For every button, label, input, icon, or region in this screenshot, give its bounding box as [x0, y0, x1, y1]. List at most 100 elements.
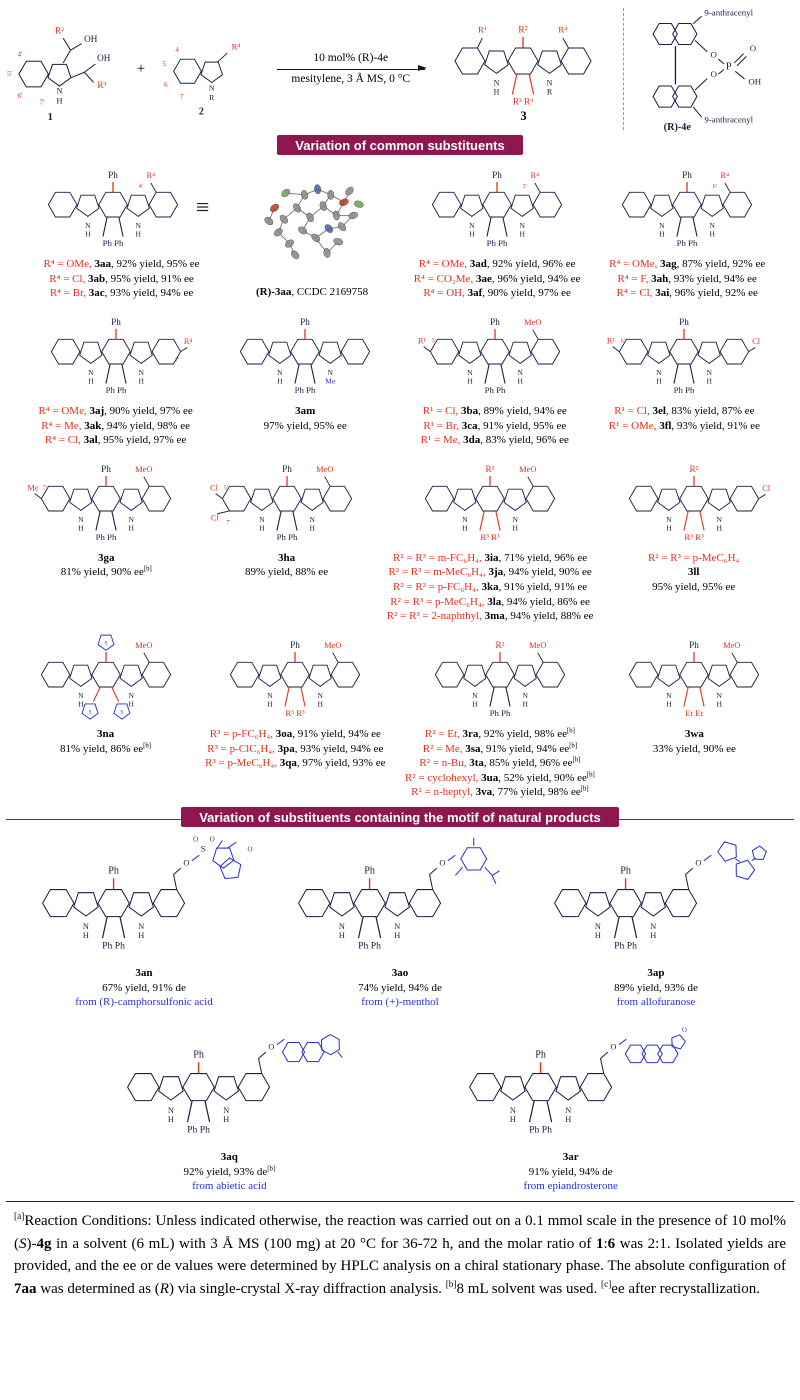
- svg-text:N: N: [88, 368, 94, 377]
- svg-text:N: N: [56, 86, 62, 95]
- svg-text:O: O: [695, 858, 701, 867]
- svg-text:N: N: [394, 922, 400, 931]
- svg-text:R³ R³: R³ R³: [684, 532, 704, 542]
- svg-text:H: H: [277, 376, 283, 385]
- svg-text:R⁴: R⁴: [559, 24, 568, 34]
- reaction-arrow: 10 mol% (R)-4e mesitylene, 3 Å MS, 0 °C: [275, 51, 427, 87]
- footnote-segment: 8 mL solvent was used.: [456, 1281, 601, 1298]
- svg-text:MeO: MeO: [316, 465, 333, 474]
- svg-text:H: H: [339, 931, 345, 940]
- caption-line: R² = R³ = m-MeC₆H₄, 3ja, 94% yield, 90% …: [388, 566, 592, 579]
- svg-text:R⁴: R⁴: [232, 41, 241, 51]
- svg-text:R²: R²: [495, 640, 504, 650]
- svg-text:Ph Ph: Ph Ph: [484, 385, 505, 395]
- svg-text:N: N: [595, 922, 601, 931]
- svg-text:N: N: [666, 691, 672, 700]
- svg-text:6': 6': [17, 91, 23, 100]
- caption-line: R⁴ = Me, 3ak, 94% yield, 98% ee: [41, 419, 190, 432]
- svg-text:N: N: [656, 368, 662, 377]
- svg-text:H: H: [565, 1115, 571, 1124]
- svg-text:R⁴: R⁴: [531, 171, 540, 180]
- svg-text:Ph: Ph: [682, 170, 692, 180]
- svg-text:N: N: [547, 78, 553, 87]
- svg-text:MeO: MeO: [529, 641, 546, 650]
- svg-text:MeO: MeO: [324, 641, 341, 650]
- svg-text:6': 6': [713, 184, 717, 190]
- svg-text:H: H: [666, 699, 672, 708]
- svg-text:N: N: [318, 691, 324, 700]
- caption-line: 89% yield, 93% de: [614, 981, 698, 994]
- svg-text:H: H: [467, 376, 473, 385]
- svg-text:OH: OH: [748, 76, 761, 86]
- svg-text:O: O: [682, 1027, 687, 1034]
- svg-text:Ph: Ph: [490, 317, 500, 327]
- caption-line: 33% yield, 90% ee: [652, 742, 736, 755]
- svg-text:O: O: [269, 1042, 275, 1051]
- svg-text:R⁴: R⁴: [721, 171, 730, 180]
- svg-text:R²: R²: [55, 25, 64, 35]
- svg-text:Ph: Ph: [111, 317, 121, 327]
- caption-line: R² = R³ = 2-naphthyl, 3ma, 94% yield, 88…: [386, 610, 594, 623]
- svg-text:Cl: Cl: [210, 513, 219, 522]
- caption-line: R⁴ = F, 3ah, 93% yield, 94% ee: [617, 272, 757, 285]
- svg-text:Ph: Ph: [101, 464, 111, 474]
- svg-text:H: H: [78, 523, 84, 532]
- caption-line: R⁴ = OMe, 3ad, 92% yield, 96% ee: [418, 258, 576, 270]
- svg-text:N: N: [522, 691, 528, 700]
- svg-text:O: O: [439, 858, 445, 867]
- svg-text:N: N: [716, 515, 722, 524]
- footnote-segment: 6: [607, 1235, 616, 1252]
- footnote-text: [a]Reaction Conditions: Unless indicated…: [6, 1200, 794, 1311]
- svg-text:R²: R²: [486, 464, 495, 474]
- svg-text:R⁴: R⁴: [146, 171, 155, 180]
- svg-text:H: H: [85, 230, 91, 239]
- svg-text:Ph: Ph: [680, 317, 690, 327]
- caption-line: (R)-3aa, CCDC 2169758: [255, 286, 369, 298]
- structure-wrap: [237, 161, 387, 283]
- caption-line: from abietic acid: [192, 1180, 267, 1193]
- svg-text:Ph Ph: Ph Ph: [490, 708, 511, 718]
- svg-text:N: N: [328, 368, 334, 377]
- svg-text:Ph Ph: Ph Ph: [677, 238, 698, 248]
- svg-text:H: H: [318, 699, 324, 708]
- svg-text:O: O: [248, 846, 253, 853]
- svg-text:N: N: [168, 1106, 174, 1115]
- svg-text:H: H: [168, 1115, 174, 1124]
- svg-text:(R)-4e: (R)-4e: [664, 122, 692, 132]
- caption-line: R¹ = Cl, 3ba, 89% yield, 94% ee: [422, 404, 567, 417]
- caption-line: R² = R³ = p-FC₆H₄, 3ka, 91% yield, 91% e…: [393, 581, 588, 593]
- svg-text:Ph Ph: Ph Ph: [96, 532, 117, 542]
- svg-text:2: 2: [199, 106, 204, 117]
- caption-line: R² = cyclohexyl, 3ua, 52% yield, 90% ee[…: [405, 771, 595, 784]
- svg-text:O: O: [193, 836, 198, 843]
- footnote-segment: 7aa: [14, 1281, 37, 1298]
- svg-text:N: N: [277, 368, 283, 377]
- svg-text:N: N: [469, 221, 475, 230]
- svg-text:H: H: [88, 376, 94, 385]
- caption-line: R¹ = Br, 3ca, 91% yield, 95% ee: [423, 419, 567, 432]
- svg-text:Cl: Cl: [753, 337, 762, 346]
- caption-line: 3am: [295, 404, 316, 417]
- svg-text:N: N: [467, 368, 473, 377]
- caption-line: R⁴ = Cl, 3ab, 95% yield, 91% ee: [49, 272, 194, 285]
